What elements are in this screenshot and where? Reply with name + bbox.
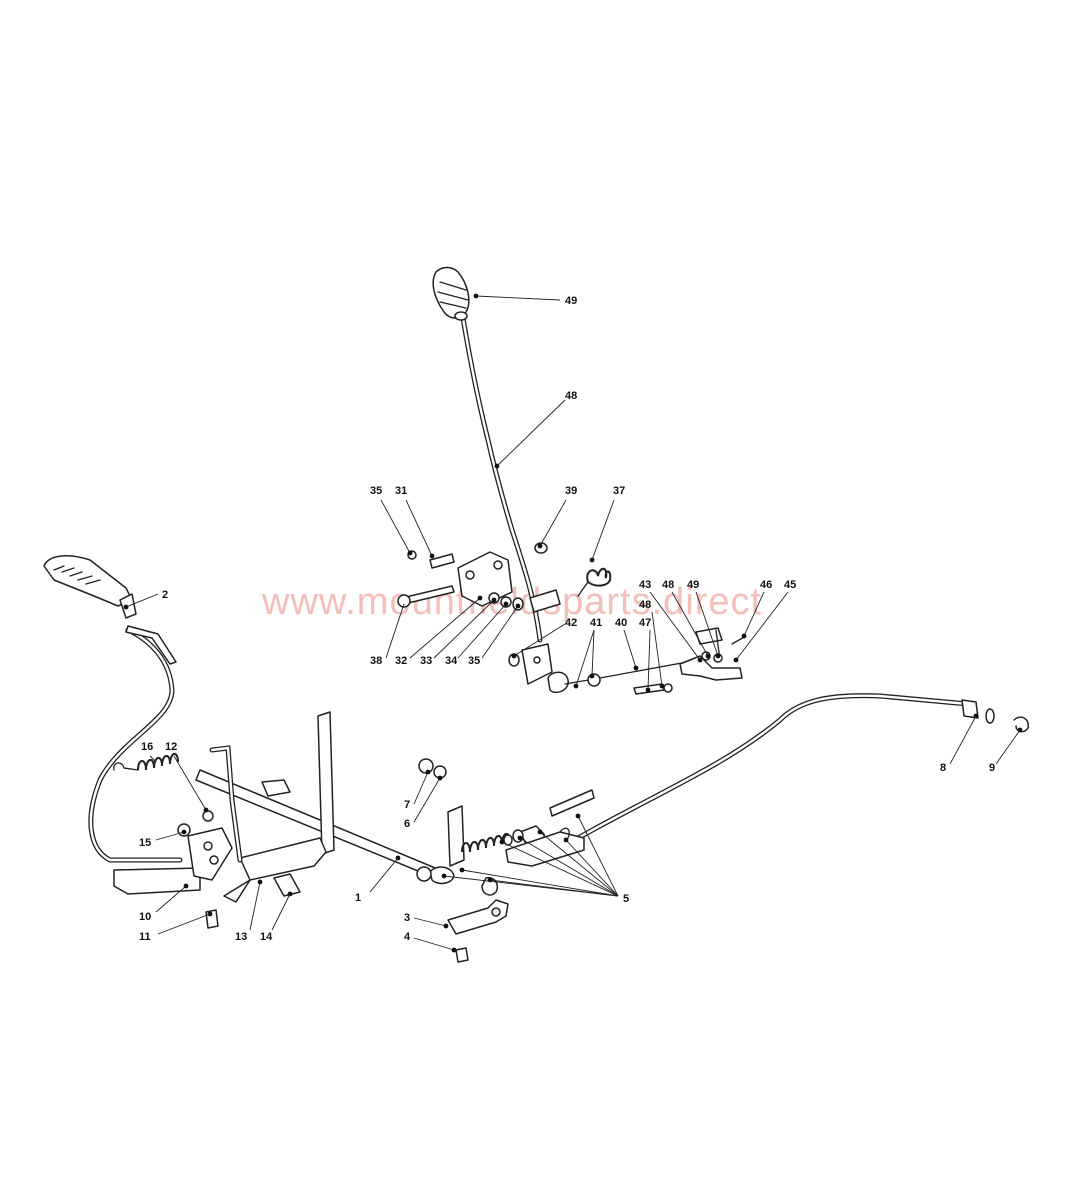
drive-rod bbox=[537, 693, 1029, 863]
callout-36: 48 bbox=[565, 390, 577, 402]
callout-32: 32 bbox=[395, 655, 407, 667]
callout-45: 45 bbox=[784, 579, 796, 591]
callout-31: 31 bbox=[395, 485, 407, 497]
mount-bracket bbox=[447, 899, 509, 963]
lever-knob bbox=[432, 266, 470, 321]
tension-spring-right bbox=[461, 789, 595, 867]
pivot-bracket bbox=[397, 542, 561, 613]
callout-16: 16 bbox=[141, 741, 153, 753]
callout-14: 14 bbox=[260, 931, 273, 943]
pedal-assembly bbox=[43, 554, 183, 863]
callout-6: 6 bbox=[404, 818, 410, 830]
callout-2: 2 bbox=[162, 589, 168, 601]
callout-35a: 35 bbox=[370, 485, 382, 497]
callout-13: 13 bbox=[235, 931, 247, 943]
callout-39: 38 bbox=[370, 655, 382, 667]
callout-41: 40 bbox=[615, 617, 627, 629]
callout-44: 43 bbox=[639, 579, 651, 591]
gear-lever bbox=[432, 266, 553, 685]
callout-35b: 35 bbox=[468, 655, 480, 667]
torsion-spring bbox=[577, 567, 612, 597]
callout-1: 1 bbox=[355, 892, 361, 904]
callout-5: 5 bbox=[623, 893, 629, 905]
callout-10: 10 bbox=[139, 911, 151, 923]
callout-48b: 48 bbox=[639, 599, 651, 611]
callout-9: 9 bbox=[989, 762, 995, 774]
callout-43: 42 bbox=[565, 617, 577, 629]
callout-7: 7 bbox=[404, 799, 410, 811]
callout-48a: 48 bbox=[662, 579, 674, 591]
callout-15: 15 bbox=[139, 837, 151, 849]
callout-34: 34 bbox=[445, 655, 458, 667]
callout-49: 49 bbox=[687, 579, 699, 591]
callout-42: 41 bbox=[590, 617, 602, 629]
callout-37: 49 bbox=[565, 295, 577, 307]
callout-11: 11 bbox=[139, 931, 151, 943]
callout-8: 8 bbox=[940, 762, 946, 774]
callout-4: 4 bbox=[404, 931, 411, 943]
callout-33: 33 bbox=[420, 655, 432, 667]
callouts: 49 48 35 31 39 37 2 38 32 33 bbox=[123, 293, 1023, 953]
callout-47: 47 bbox=[639, 617, 651, 629]
callout-46: 46 bbox=[760, 579, 772, 591]
washers-6-7 bbox=[418, 758, 447, 779]
callout-3: 3 bbox=[404, 912, 410, 924]
left-bracket bbox=[113, 745, 327, 929]
callout-38: 37 bbox=[613, 485, 625, 497]
callout-40: 39 bbox=[565, 485, 577, 497]
cross-shaft bbox=[195, 711, 498, 896]
callout-12: 12 bbox=[165, 741, 177, 753]
